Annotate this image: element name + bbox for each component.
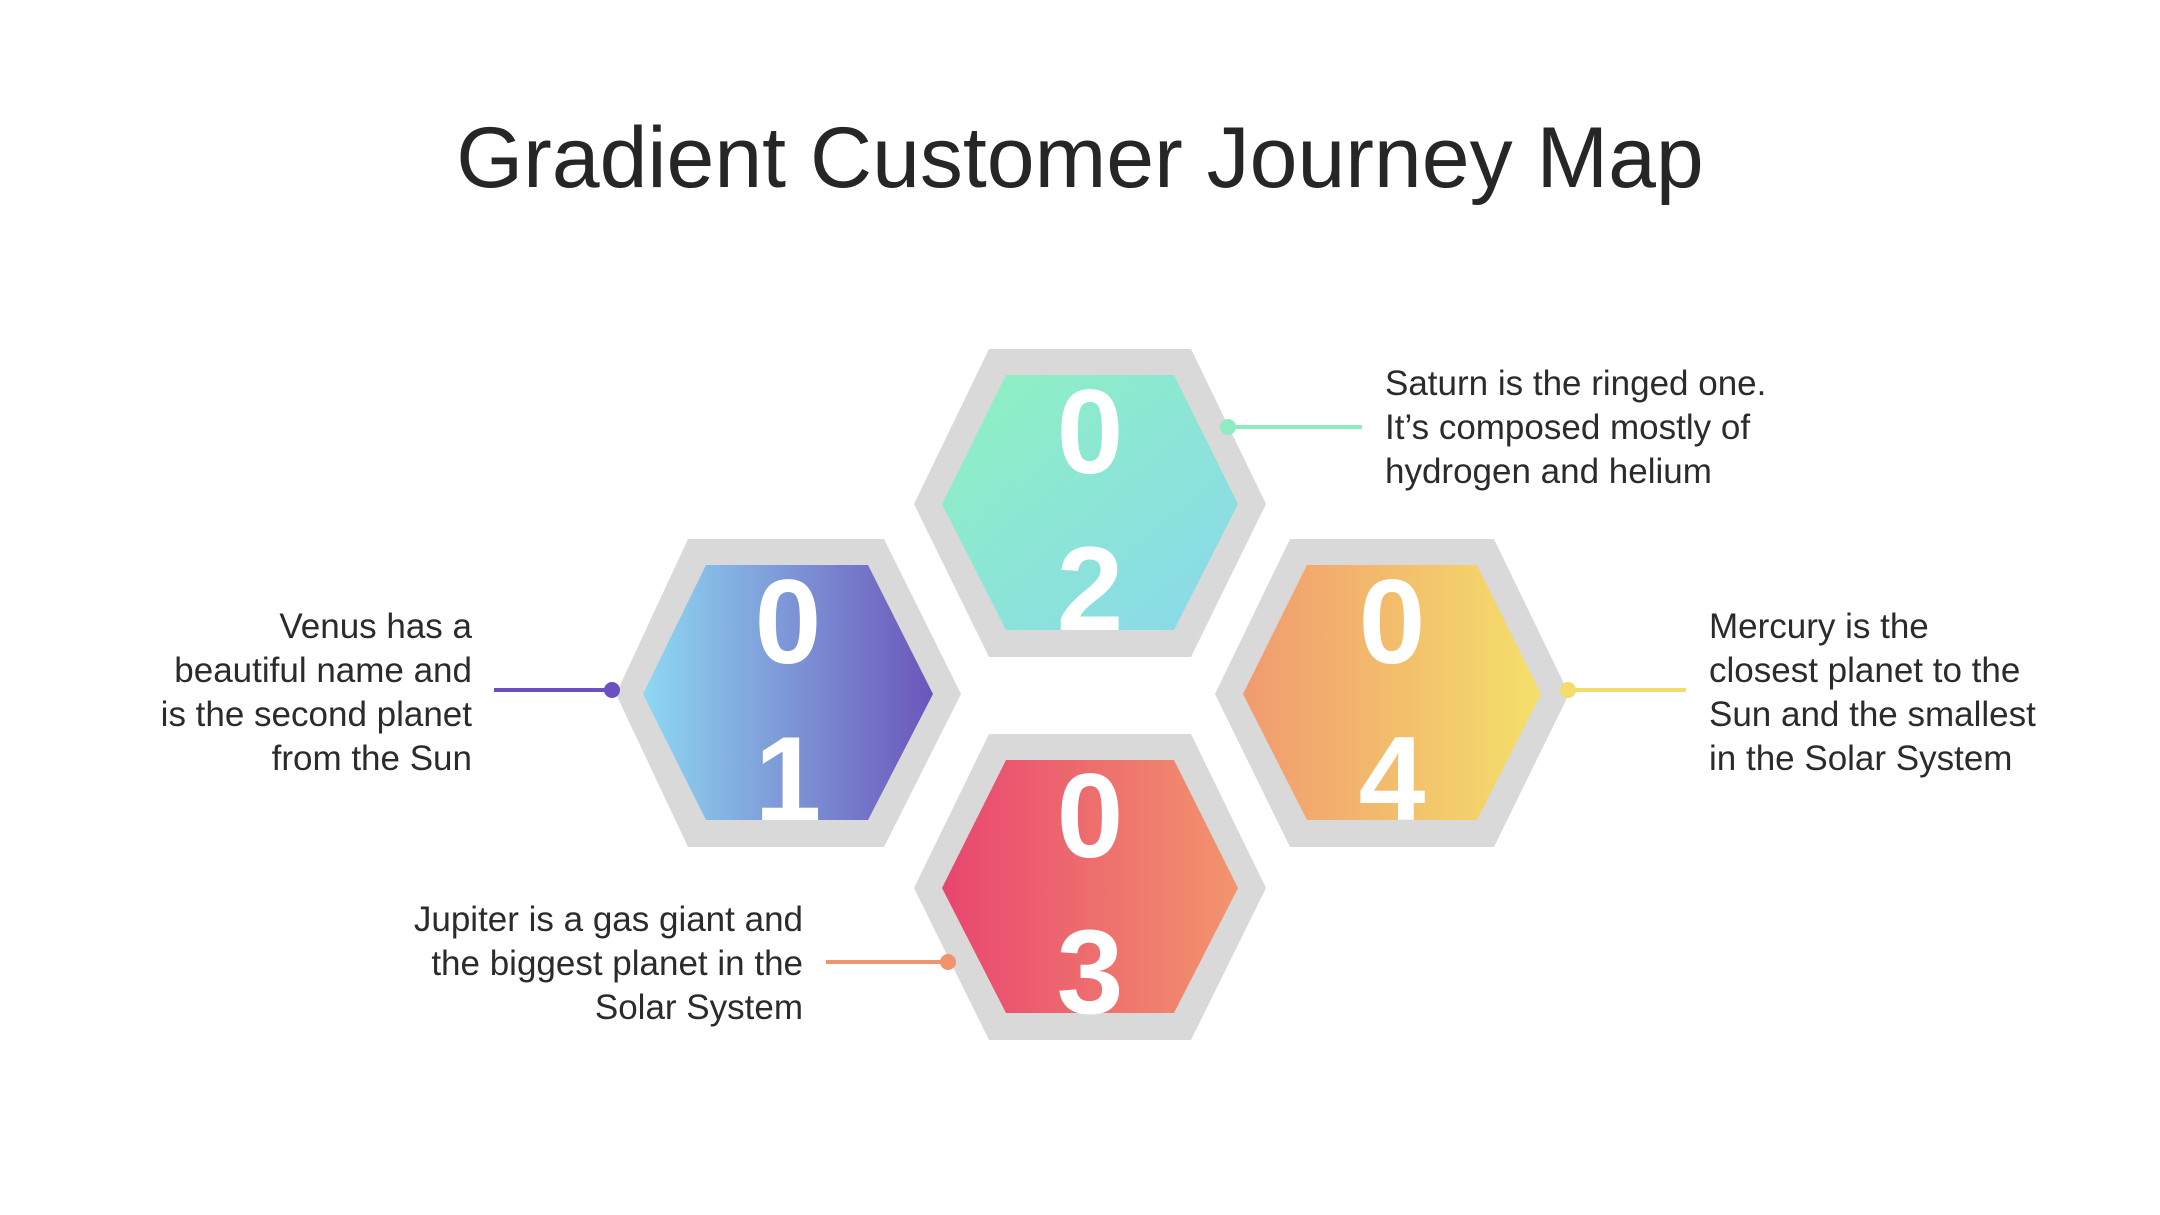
step-02-connector-dot — [1220, 419, 1236, 435]
step-03-description-line: the biggest planet in the — [431, 944, 803, 983]
step-01-description-line: beautiful name and — [174, 651, 472, 690]
step-03-description-line: Jupiter is a gas giant and — [413, 900, 803, 939]
step-03-connector-dot — [940, 954, 956, 970]
step-02-hex-fill — [942, 375, 1238, 630]
step-01-number-second-digit: 1 — [755, 712, 822, 846]
step-01-connector-dot — [604, 682, 620, 698]
step-04-description-line: Sun and the smallest — [1709, 695, 2036, 734]
step-04-connector-dot — [1560, 682, 1576, 698]
step-04-description-line: Mercury is the — [1709, 607, 1929, 646]
step-02-description-line: hydrogen and helium — [1385, 452, 1712, 491]
step-03-number-second-digit: 3 — [1057, 905, 1124, 1039]
step-03-number-first-digit: 0 — [1057, 749, 1124, 883]
step-01-description-line: is the second planet — [160, 695, 472, 734]
step-03-connector — [826, 954, 956, 970]
step-01-description: Venus has a beautiful name and is the se… — [161, 605, 472, 781]
step-01-description-line: Venus has a — [279, 607, 472, 646]
step-02-connector — [1220, 419, 1362, 435]
step-04-description: Mercury is the closest planet to the Sun… — [1709, 605, 2036, 781]
step-01-connector — [494, 682, 620, 698]
step-01-hex-fill — [643, 565, 933, 820]
step-02-description: Saturn is the ringed one. It’s composed … — [1385, 362, 1766, 494]
step-01-description-line: from the Sun — [271, 739, 472, 778]
step-02-number-second-digit: 2 — [1057, 522, 1124, 656]
step-04-number-first-digit: 0 — [1359, 555, 1426, 689]
step-03-hex-fill — [942, 760, 1238, 1013]
step-03-description-line: Solar System — [594, 988, 803, 1027]
page-title: Gradient Customer Journey Map — [456, 110, 1704, 206]
step-04-description-line: closest planet to the — [1709, 651, 2021, 690]
step-02-number-first-digit: 0 — [1057, 365, 1124, 499]
step-04-number-second-digit: 4 — [1359, 712, 1426, 846]
step-03-description: Jupiter is a gas giant and the biggest p… — [414, 898, 803, 1030]
step-04-connector — [1560, 682, 1686, 698]
step-02-description-line: Saturn is the ringed one. — [1385, 364, 1767, 403]
step-03-hexagon: 0 3 — [914, 734, 1266, 1040]
step-04-description-line: in the Solar System — [1709, 739, 2013, 778]
step-01-number-first-digit: 0 — [755, 555, 822, 689]
step-04-hexagon: 0 4 — [1215, 539, 1569, 847]
step-02-description-line: It’s composed mostly of — [1385, 408, 1751, 447]
step-02-hexagon: 0 2 — [914, 349, 1266, 657]
step-01-hexagon: 0 1 — [616, 539, 961, 847]
step-04-hex-fill — [1243, 565, 1541, 820]
